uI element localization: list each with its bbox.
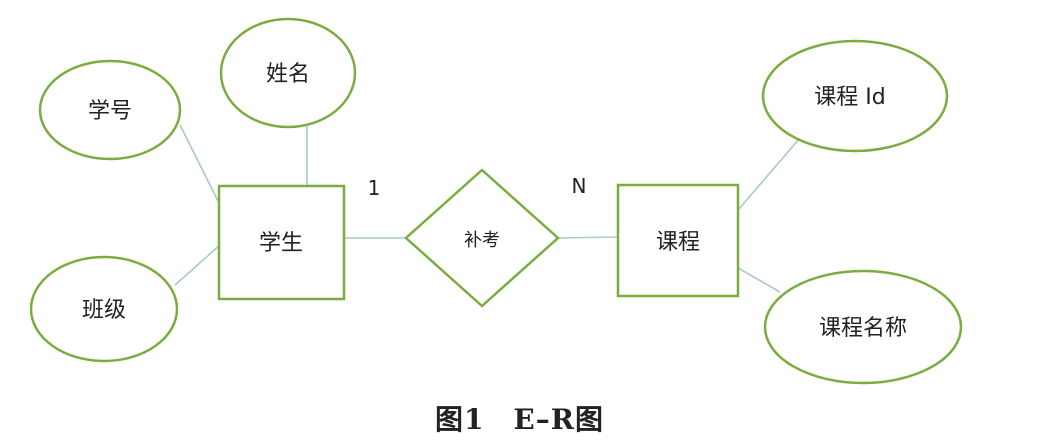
relationship-label: 补考 bbox=[464, 230, 500, 251]
entity-label: 学生 bbox=[259, 231, 303, 256]
entity-course: 课程 bbox=[616, 183, 740, 298]
line-course-name bbox=[737, 267, 781, 293]
relationship-makeup: 补考 bbox=[404, 168, 560, 308]
line-relationship-course bbox=[557, 236, 619, 239]
line-student-class bbox=[174, 244, 221, 286]
cardinality-many: N bbox=[572, 174, 587, 198]
cardinality-one: 1 bbox=[368, 176, 381, 200]
entity-student: 学生 bbox=[217, 184, 346, 301]
figure-caption: 图1 E–R图 bbox=[434, 403, 605, 436]
line-course-id bbox=[737, 137, 801, 211]
attribute-label: 姓名 bbox=[266, 62, 310, 87]
line-student-id bbox=[179, 124, 221, 206]
attribute-student-id: 学号 bbox=[38, 59, 182, 161]
entity-label: 课程 bbox=[656, 230, 700, 255]
attribute-label: 学号 bbox=[88, 99, 132, 124]
attribute-student-class: 班级 bbox=[29, 255, 179, 363]
attribute-label: 课程 Id bbox=[814, 85, 885, 110]
connector-lines bbox=[174, 124, 801, 293]
attribute-label: 班级 bbox=[82, 298, 126, 323]
attribute-course-id: 课程 Id bbox=[761, 39, 949, 153]
attribute-course-name: 课程名称 bbox=[763, 269, 963, 385]
attribute-student-name: 姓名 bbox=[219, 17, 357, 129]
attribute-label: 课程名称 bbox=[819, 316, 907, 341]
